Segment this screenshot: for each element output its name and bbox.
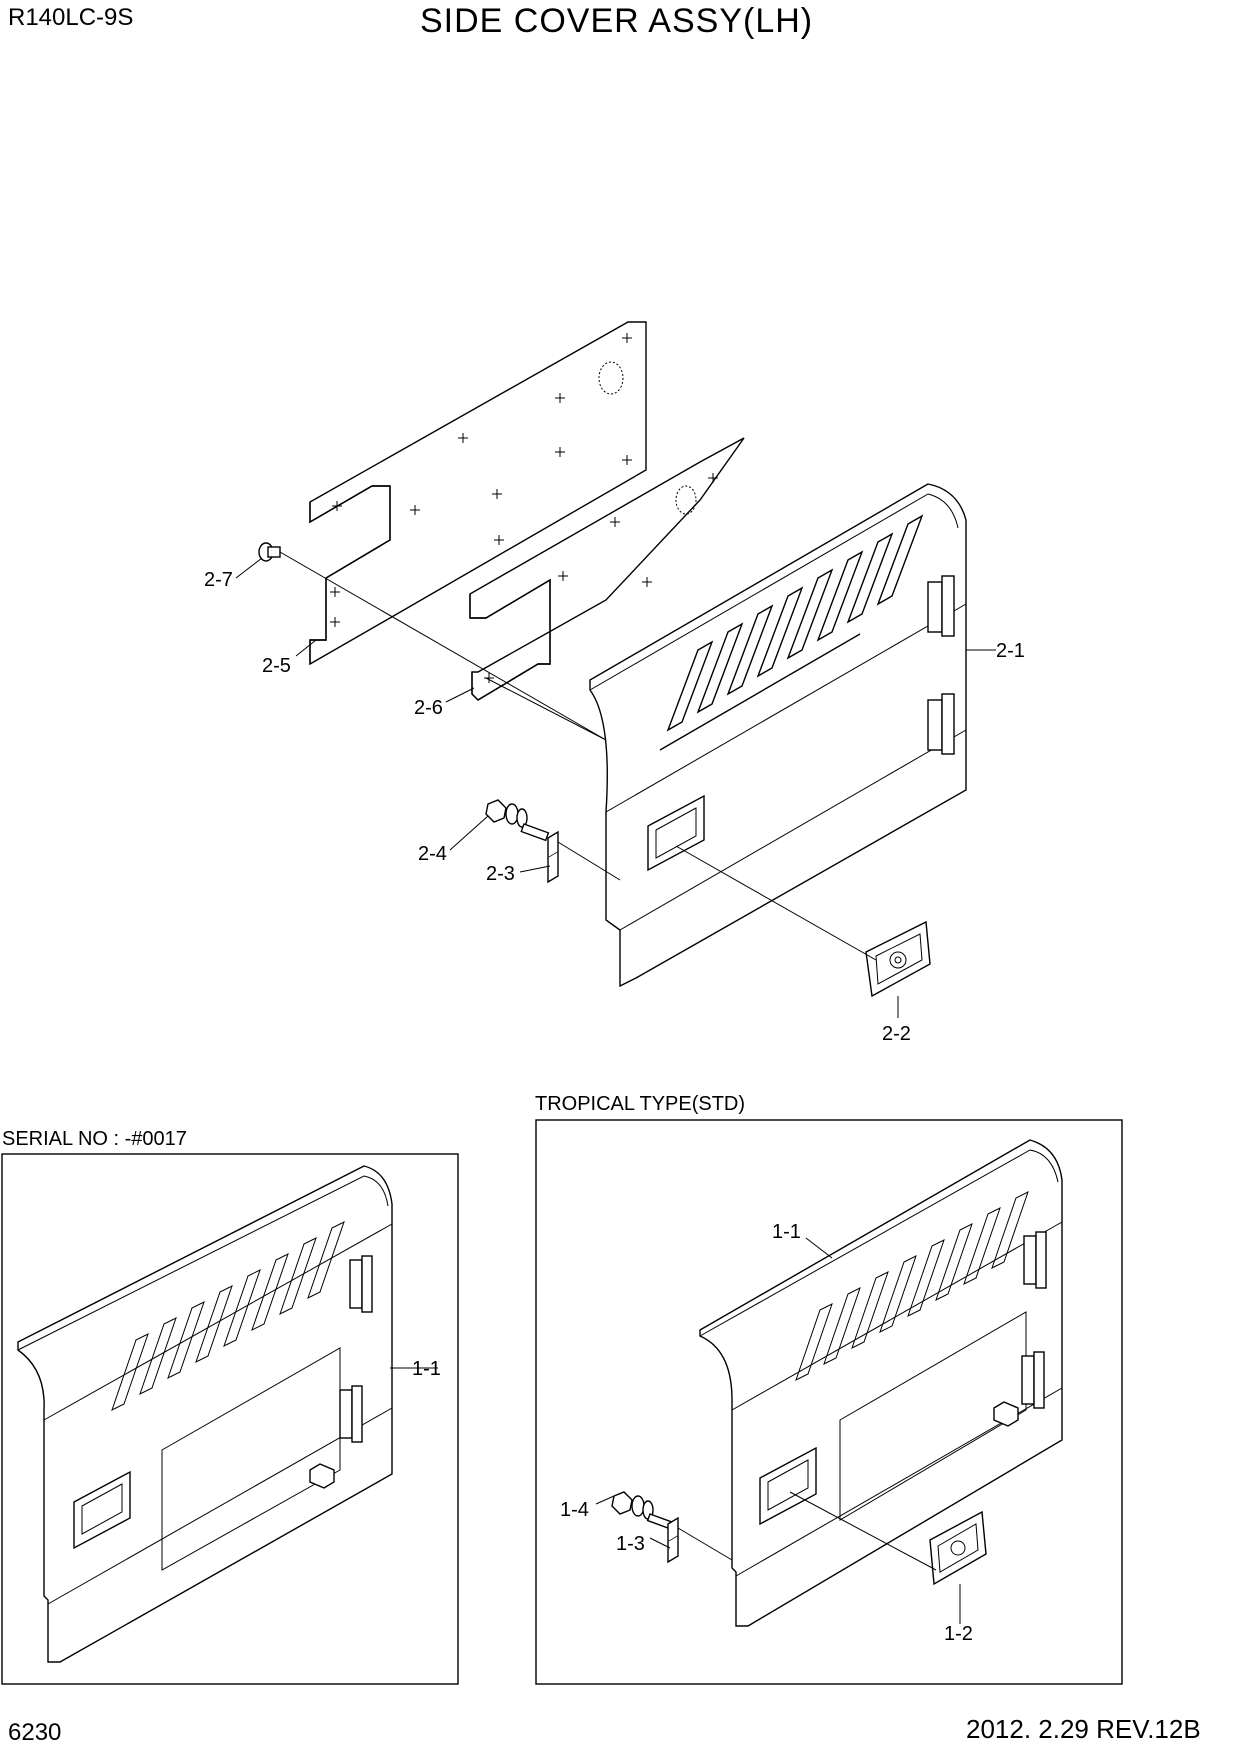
bolt-2-4 (485, 799, 550, 842)
serial-view-frame (1, 1153, 459, 1685)
callout-leaders (235, 557, 996, 1624)
tropical-view (535, 1119, 1123, 1685)
callout-2-7: 2-7 (204, 569, 233, 591)
bolt-1-4 (611, 1491, 672, 1529)
tropical-callout-1-3: 1-3 (616, 1533, 645, 1555)
callout-2-4: 2-4 (418, 843, 447, 865)
serial-louvers (111, 1221, 345, 1411)
serial-vent-mesh (161, 1347, 341, 1571)
serial-clip (309, 1463, 335, 1489)
insulation-pad-2-6 (469, 437, 745, 701)
revision-stamp: 2012. 2.29 REV.12B (966, 1714, 1201, 1744)
callout-2-2: 2-2 (882, 1023, 911, 1045)
pad-cross-marks (330, 333, 632, 627)
serial-latch-opening (73, 1470, 131, 1550)
bracket-1-3 (667, 1516, 679, 1564)
tropical-vent-mesh (839, 1311, 1027, 1521)
tropical-louvers (795, 1191, 1029, 1381)
tropical-callout-1-4: 1-4 (560, 1499, 589, 1521)
main-exploded-view (258, 321, 967, 998)
lock-1-2 (929, 1510, 987, 1586)
hinge-lower (927, 693, 955, 755)
tropical-latch-opening (759, 1446, 817, 1526)
serial-view (1, 1153, 459, 1685)
serial-callout-1-1: 1-1 (412, 1358, 441, 1380)
model-number: R140LC-9S (8, 4, 134, 31)
bracket-2-3 (547, 830, 559, 884)
side-cover-2-1 (589, 483, 967, 988)
lock-2-2 (865, 920, 931, 998)
tropical-callout-1-1: 1-1 (772, 1221, 801, 1243)
callout-2-1: 2-1 (996, 640, 1025, 662)
cover-louvers (659, 514, 924, 751)
page-title: SIDE COVER ASSY(LH) (420, 2, 814, 40)
assembly-leader-lines (279, 551, 877, 961)
tropical-clip (993, 1401, 1019, 1427)
latch-opening (647, 794, 705, 872)
callout-labels: 2-1 2-2 2-3 2-4 2-5 2-6 2-7 1-1 1-1 1-2 … (204, 569, 1025, 1645)
rivet-2-7 (258, 542, 281, 562)
tropical-view-frame (535, 1119, 1123, 1685)
callout-2-3: 2-3 (486, 863, 515, 885)
pad-cross-marks (484, 473, 718, 683)
serial-hinges (339, 1255, 373, 1443)
tropical-view-caption: TROPICAL TYPE(STD) (535, 1093, 746, 1115)
tropical-callout-1-2: 1-2 (944, 1623, 973, 1645)
serial-view-caption: SERIAL NO : -#0017 (2, 1128, 187, 1150)
callout-2-5: 2-5 (262, 655, 291, 677)
page-number: 6230 (8, 1719, 62, 1746)
tropical-hinges (1021, 1231, 1047, 1409)
callout-2-6: 2-6 (414, 697, 443, 719)
tropical-leader-lines (677, 1491, 937, 1571)
hinge-upper (927, 575, 955, 637)
